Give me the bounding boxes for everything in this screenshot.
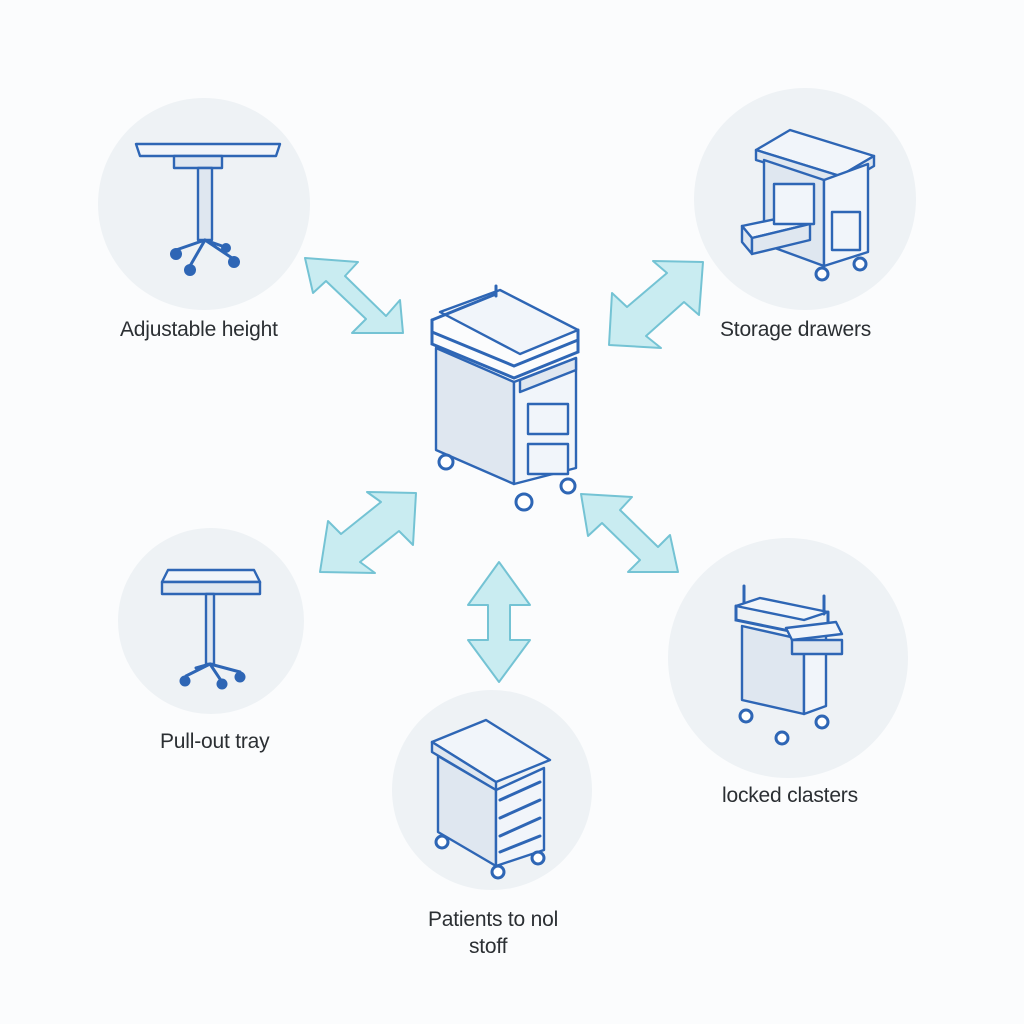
medical-cart-icon <box>430 284 580 512</box>
arrow-center-to-patients-to-staff <box>467 561 531 683</box>
arrow-center-to-locked-casters <box>580 493 679 573</box>
drawer-cart-icon <box>430 718 552 880</box>
arrow-center-to-storage-drawers <box>608 260 704 349</box>
label-locked-casters: locked clasters <box>722 784 858 807</box>
cart-with-tray-icon <box>734 584 844 746</box>
arrow-center-to-adjustable-height <box>304 257 404 334</box>
arrow-center-to-pull-out-tray <box>319 491 417 574</box>
tray-stand-icon <box>160 568 262 690</box>
adjustable-table-icon <box>134 142 282 276</box>
label-patients-to-staff-line2: stoff <box>469 935 508 958</box>
label-patients-to-staff-line1: Patients to nol <box>428 908 559 931</box>
label-adjustable-height: Adjustable height <box>120 318 278 341</box>
label-pull-out-tray: Pull-out tray <box>160 730 270 753</box>
drawer-cabinet-icon <box>740 128 876 282</box>
label-storage-drawers: Storage drawers <box>720 318 872 341</box>
